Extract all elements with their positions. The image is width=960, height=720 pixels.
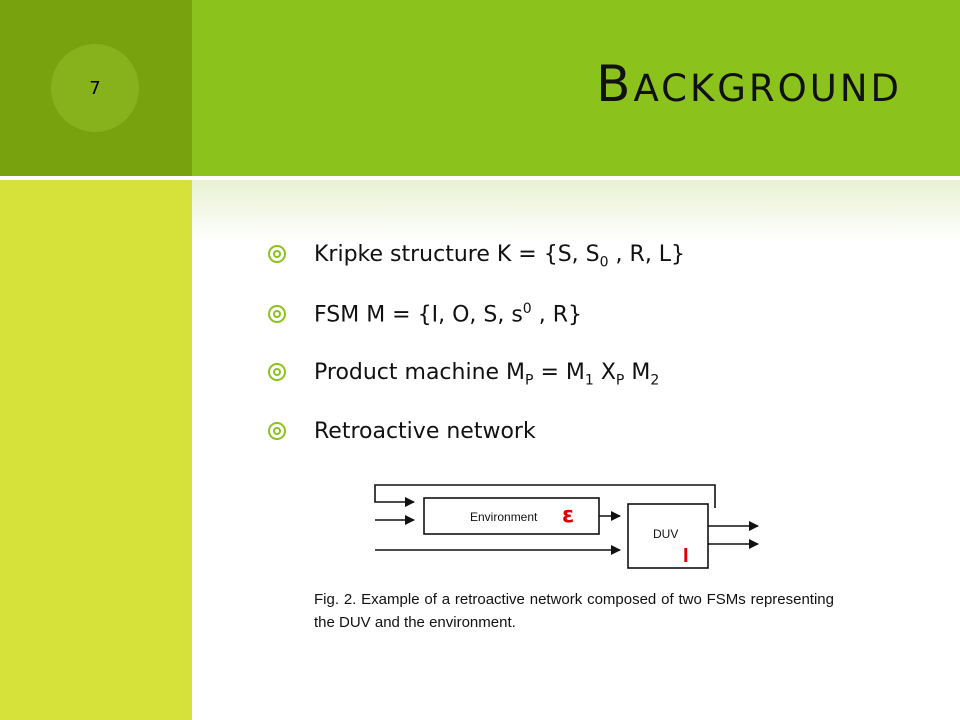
bullet-list: Kripke structure K = {S, S0 , R, L} FSM …: [268, 242, 685, 478]
bullet-item-product-machine: Product machine MP = M1 XP M2: [268, 360, 685, 419]
bullet-item-kripke: Kripke structure K = {S, S0 , R, L}: [268, 242, 685, 301]
epsilon-label: ε: [562, 503, 574, 528]
bullet-circle-icon: [268, 363, 286, 381]
page-number: 7: [89, 77, 101, 99]
header-fade: [192, 180, 960, 242]
bullet-text: FSM M = {I, O, S, s0 , R}: [314, 301, 582, 328]
slide-title: Background: [596, 55, 902, 113]
bullet-text: Kripke structure K = {S, S0 , R, L}: [314, 242, 686, 271]
i-label: I: [683, 545, 689, 567]
feedback-loop-line: [374, 484, 716, 508]
bullet-text: Product machine MP = M1 XP M2: [314, 360, 660, 389]
environment-label: Environment: [470, 510, 538, 524]
bullet-circle-icon: [268, 422, 286, 440]
title-rest: ackground: [633, 67, 902, 110]
header-divider: [0, 176, 960, 180]
figure-caption: Fig. 2. Example of a retroactive network…: [314, 591, 834, 631]
title-initial: B: [596, 55, 634, 113]
bullet-circle-icon: [268, 305, 286, 324]
bullet-circle-icon: [268, 245, 286, 263]
title-band: [192, 0, 960, 176]
page-number-badge: 7: [51, 44, 139, 132]
bullet-item-retroactive: Retroactive network: [268, 419, 685, 478]
bullet-item-fsm: FSM M = {I, O, S, s0 , R}: [268, 301, 685, 360]
left-column-panel: [0, 176, 192, 720]
bullet-text: Retroactive network: [314, 419, 536, 444]
duv-label: DUV: [653, 527, 678, 541]
duv-box: [627, 503, 709, 569]
retroactive-network-diagram: Environment ε DUV I: [374, 484, 759, 569]
